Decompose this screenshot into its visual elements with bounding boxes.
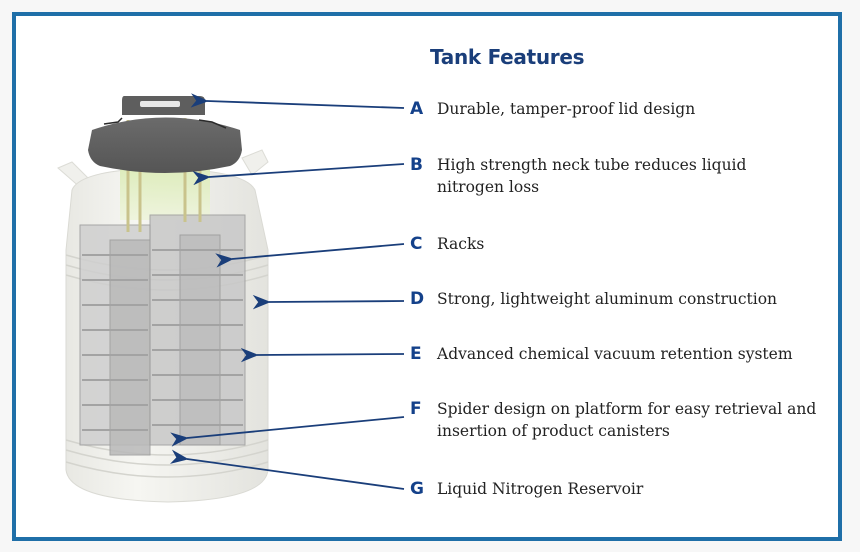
callout-arrows [169, 93, 405, 490]
feature-item-d: D Strong, lightweight aluminum construct… [410, 288, 830, 310]
arrow-f [170, 416, 405, 447]
feature-letter: C [410, 234, 423, 254]
feature-letter: A [410, 99, 424, 119]
feature-item-e: E Advanced chemical vacuum retention sys… [410, 343, 830, 365]
feature-text: Spider design on platform for easy retri… [437, 400, 817, 440]
feature-text: Durable, tamper-proof lid design [437, 100, 696, 118]
feature-item-a: A Durable, tamper-proof lid design [410, 98, 830, 120]
feature-letter: D [410, 289, 425, 309]
feature-letter: E [410, 344, 422, 364]
feature-text: Liquid Nitrogen Reservoir [437, 480, 644, 498]
arrow-b [192, 163, 405, 186]
arrow-c [215, 243, 405, 268]
feature-text: Strong, lightweight aluminum constructio… [437, 290, 778, 308]
feature-item-g: G Liquid Nitrogen Reservoir [410, 478, 830, 500]
feature-item-b: B High strength neck tube reduces liquid… [410, 154, 830, 198]
feature-item-c: C Racks [410, 233, 830, 255]
feature-text: Advanced chemical vacuum retention syste… [437, 345, 793, 363]
feature-item-f: F Spider design on platform for easy ret… [410, 398, 830, 442]
rack-shelves [82, 249, 243, 431]
feature-letter: G [410, 479, 424, 499]
feature-text: High strength neck tube reduces liquid n… [437, 156, 747, 196]
arrow-d [252, 294, 405, 310]
arrow-e [240, 347, 405, 363]
diagram-title: Tank Features [430, 45, 585, 69]
arrow-a [190, 93, 405, 109]
arrow-g [169, 449, 405, 490]
feature-letter: F [410, 399, 422, 419]
feature-letter: B [410, 155, 423, 175]
tank-lid [88, 96, 242, 173]
tank-handle-right [241, 149, 269, 176]
feature-text: Racks [437, 235, 485, 253]
